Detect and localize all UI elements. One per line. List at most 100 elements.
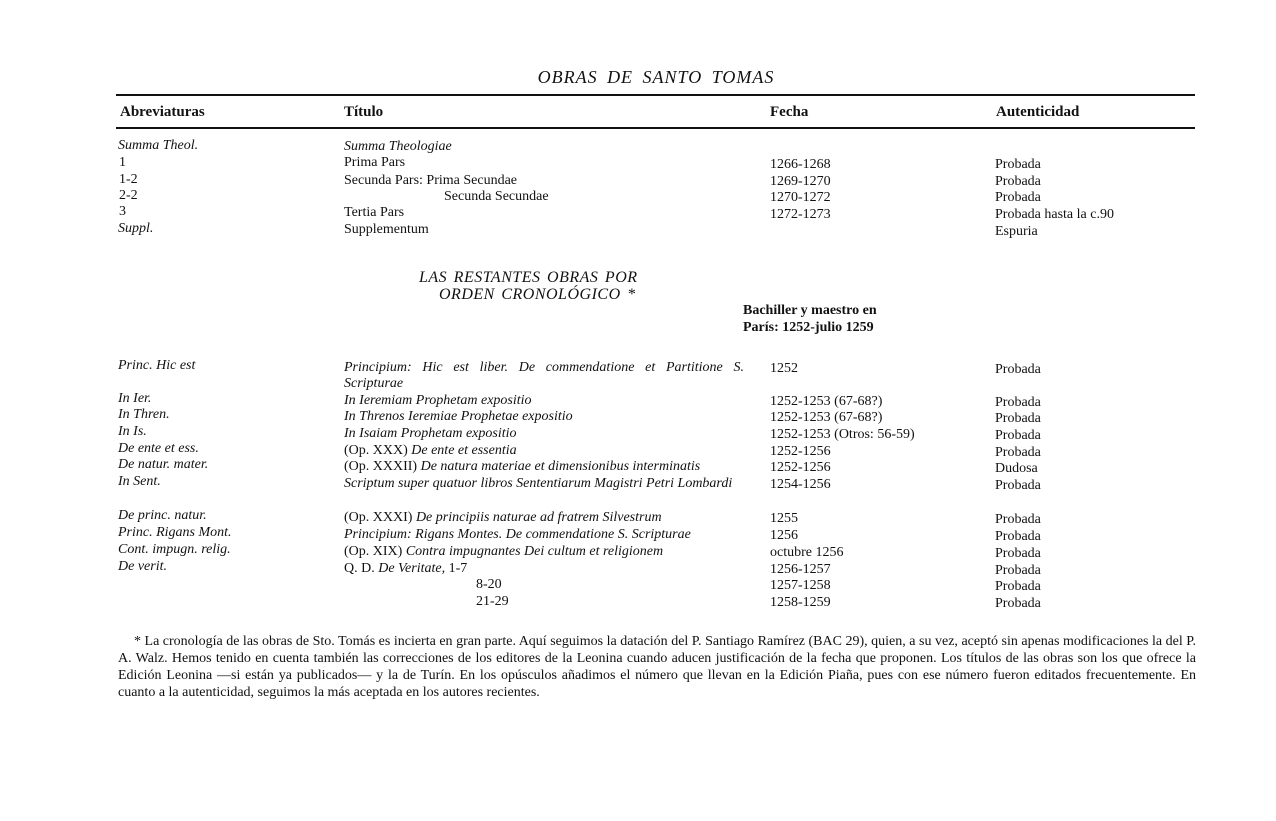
work-title-part: Scriptum super quatuor libros Sententiar… [344,476,733,491]
work-abbreviation: In Is. [118,424,147,439]
work-authenticity: Probada [995,563,1041,578]
summa-row-auth: Probada [995,190,1041,205]
work-date: 1252 [770,361,798,376]
work-title: 8-20 [476,577,502,593]
work-title: In Threnos Ieremiae Prophetae expositio [344,409,573,425]
summa-row-date: 1269-1270 [770,174,831,189]
work-title: In Isaiam Prophetam expositio [344,426,517,442]
work-title-part: De Veritate, [378,561,446,576]
work-title: 21-29 [476,594,509,610]
period-subheading: Bachiller y maestro en París: 1252-julio… [743,302,877,336]
work-authenticity: Probada [995,596,1041,611]
work-title: (Op. XXXII) De natura materiae et dimens… [344,459,700,475]
header-bottom-rule [116,127,1195,129]
work-title-part: 21-29 [476,594,509,609]
work-authenticity: Probada [995,445,1041,460]
work-title-part: De natura materiae et dimensionibus inte… [420,459,701,474]
work-abbreviation: Princ. Hic est [118,358,196,373]
work-abbreviation: In Sent. [118,474,161,489]
header-title: Título [344,104,384,120]
work-abbreviation: De natur. mater. [118,457,209,472]
work-title: (Op. XIX) Contra impugnantes Dei cultum … [344,544,663,560]
summa-row-date: 1266-1268 [770,157,831,172]
work-authenticity: Probada [995,579,1041,594]
work-title-part: In Isaiam Prophetam expositio [344,426,517,441]
work-title-part: (Op. XXXI) [344,510,416,525]
summa-row-abbr: 1 [119,155,126,170]
work-title-part: De ente et essentia [411,443,517,458]
summa-row-abbr: 3 [119,204,126,219]
work-date: octubre 1256 [770,545,844,560]
work-abbreviation: Cont. impugn. relig. [118,542,231,557]
summa-row-title: Prima Pars [344,155,406,170]
work-title: (Op. XXX) De ente et essentia [344,443,517,459]
header-abbreviations: Abreviaturas [120,104,205,120]
summa-row-title: Tertia Pars [344,205,405,220]
summa-abbreviation: Summa Theol. [118,138,199,153]
work-title: In Ieremiam Prophetam expositio [344,393,532,409]
work-title-part: 1-7 [445,561,468,576]
work-date: 1256 [770,528,798,543]
section-heading: LAS RESTANTES OBRAS POR ORDEN CRONOLÓGIC… [419,269,638,303]
work-title-part: In Ieremiam Prophetam expositio [344,393,532,408]
work-authenticity: Probada [995,428,1041,443]
work-title: Principium: Rigans Montes. De commendati… [344,527,691,543]
summa-row-auth: Probada hasta la c.90 [995,207,1114,222]
work-title: (Op. XXXI) De principiis naturae ad frat… [344,510,662,526]
work-authenticity: Probada [995,512,1041,527]
work-abbreviation: Princ. Rigans Mont. [118,525,232,540]
header-date: Fecha [770,104,809,120]
work-authenticity: Probada [995,395,1041,410]
summa-title: Summa Theologiae [344,139,452,154]
work-title-part: (Op. XXXII) [344,459,421,474]
work-title: Scriptum super quatuor libros Sententiar… [344,476,744,492]
work-authenticity: Dudosa [995,461,1038,476]
work-authenticity: Probada [995,362,1041,377]
summa-row-title: Secunda Pars: Prima Secundae [344,173,518,188]
summa-row-auth: Espuria [995,224,1038,239]
summa-row-abbr: Suppl. [118,221,154,236]
work-title-part: Q. D. [344,561,379,576]
summa-row-date: 1272-1273 [770,207,831,222]
summa-row-auth: Probada [995,157,1041,172]
work-title-part: De principiis naturae ad fratrem Silvest… [415,510,662,525]
summa-row-auth: Probada [995,174,1041,189]
work-authenticity: Probada [995,546,1041,561]
work-title-part: Principium: Hic est liber. De commendati… [344,360,744,391]
work-date: 1256-1257 [770,562,831,577]
footnote: * La cronología de las obras de Sto. Tom… [118,634,1196,700]
work-title-part: (Op. XXX) [344,443,412,458]
work-abbreviation: De ente et ess. [118,441,199,456]
work-abbreviation: In Ier. [118,391,152,406]
work-date: 1252-1256 [770,444,831,459]
work-abbreviation: De princ. natur. [118,508,207,523]
work-date: 1252-1253 (67-68?) [770,394,883,409]
work-title: Principium: Hic est liber. De commendati… [344,360,744,392]
work-date: 1252-1253 (Otros: 56-59) [770,427,915,442]
period-subheading-line: París: 1252-julio 1259 [743,320,874,335]
work-abbreviation: De verit. [118,559,167,574]
work-date: 1254-1256 [770,477,831,492]
period-subheading-line: Bachiller y maestro en [743,303,877,318]
work-title-part: In Threnos Ieremiae Prophetae expositio [344,409,573,424]
work-abbreviation: In Thren. [118,407,170,422]
summa-row-abbr: 1-2 [119,172,138,187]
work-title-part: Principium: Rigans Montes. De commendati… [344,527,691,542]
section-heading-line: ORDEN CRONOLÓGICO * [439,286,636,303]
section-heading-line: LAS RESTANTES OBRAS POR [419,269,638,286]
work-authenticity: Probada [995,529,1041,544]
summa-row-date: 1270-1272 [770,190,831,205]
summa-row-abbr: 2-2 [119,188,138,203]
work-date: 1252-1253 (67-68?) [770,410,883,425]
work-date: 1255 [770,511,798,526]
work-title: Q. D. De Veritate, 1-7 [344,561,467,577]
header-top-rule [116,94,1195,96]
summa-row-title: Secunda Secundae [444,189,549,204]
summa-row-title: Supplementum [344,222,429,237]
work-authenticity: Probada [995,411,1041,426]
work-title-part: (Op. XIX) [344,544,406,559]
work-date: 1258-1259 [770,595,831,610]
work-title-part: Contra impugnantes Dei cultum et religio… [405,544,664,559]
page-title: OBRAS DE SANTO TOMAS [537,67,775,87]
header-authenticity: Autenticidad [996,104,1080,120]
